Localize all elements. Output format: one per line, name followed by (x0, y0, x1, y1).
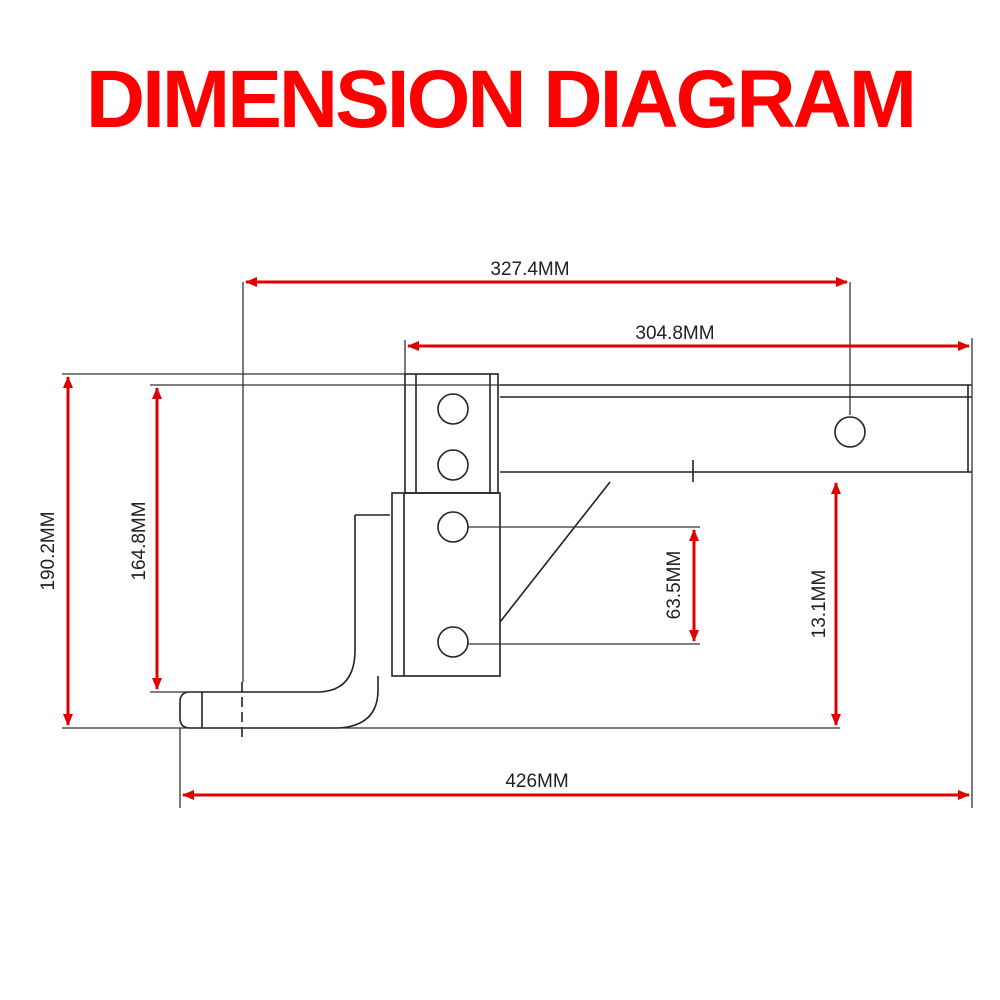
dimension-lines (63, 277, 970, 800)
mount-hole-2 (437, 449, 469, 481)
mount-hole-3 (437, 511, 469, 543)
lower-mount-block (391, 492, 501, 677)
dim-label-304: 304.8MM (635, 323, 714, 344)
dimension-labels: 327.4MM 304.8MM 190.2MM 164.8MM 63.5MM 1… (38, 259, 830, 792)
gusset-brace (499, 481, 611, 623)
extension-lines (62, 282, 973, 808)
dim-label-164: 164.8MM (129, 501, 150, 580)
drop-bar-inner (190, 676, 379, 729)
dim-label-426: 426MM (505, 771, 568, 792)
mount-hole-4 (437, 626, 469, 658)
mount-hole-1 (437, 393, 469, 425)
dim-label-13: 13.1MM (809, 570, 830, 639)
drop-bar-outer (190, 515, 356, 693)
pin-hole (834, 416, 866, 448)
upper-mount-block (404, 373, 499, 494)
dim-label-327: 327.4MM (490, 259, 569, 280)
diagram-title: DIMENSION DIAGRAM (85, 54, 917, 145)
dim-label-190: 190.2MM (38, 511, 59, 590)
dim-label-63: 63.5MM (664, 551, 685, 620)
platform-end (179, 691, 191, 729)
hitch-part (179, 373, 972, 740)
